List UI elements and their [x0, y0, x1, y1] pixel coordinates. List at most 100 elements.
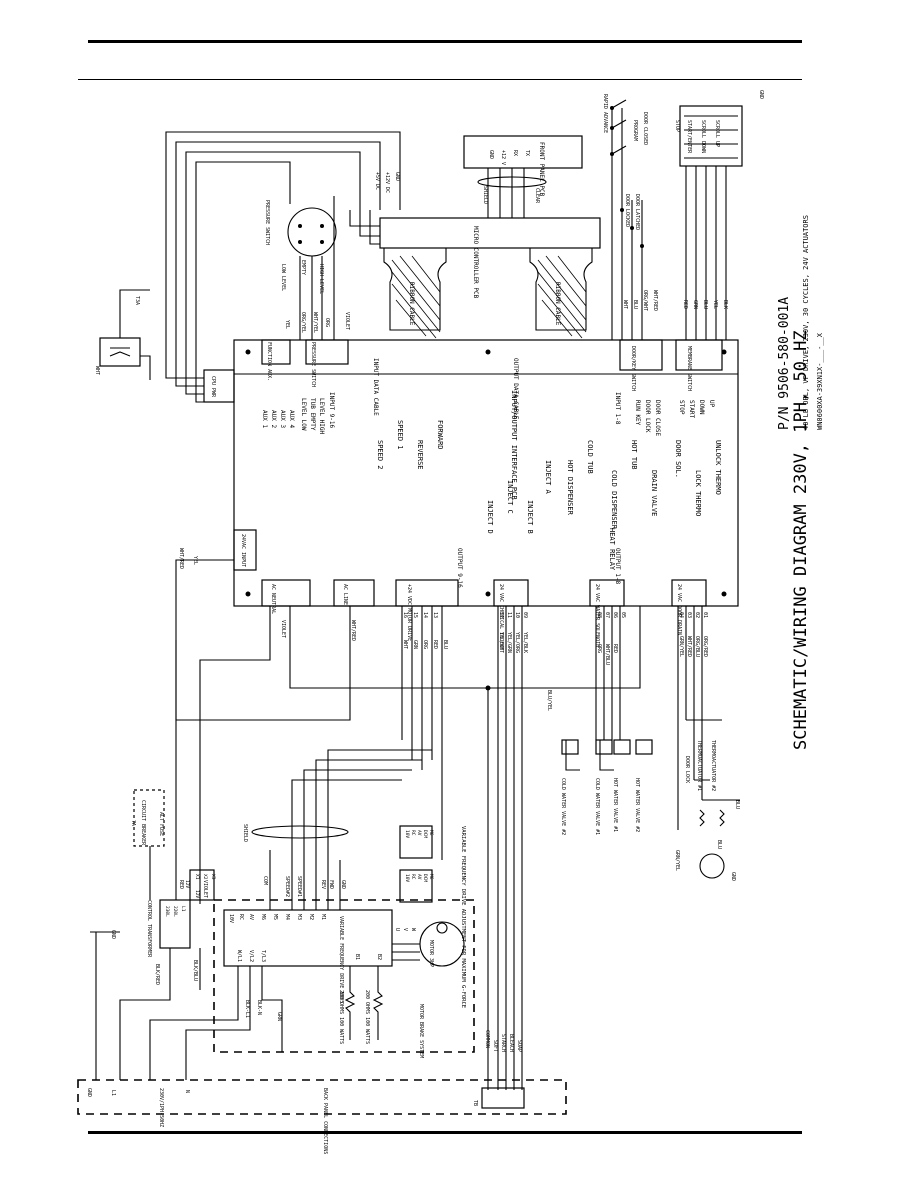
switch-scroll-down: SCROLL DOWN [700, 120, 706, 153]
switch-scroll-up: SCROLL UP [714, 120, 720, 147]
wire-label: BLK [722, 300, 728, 309]
vfd-mini-term: RC [410, 874, 416, 880]
wire-blk-l1: BLK-L1 [244, 1000, 250, 1018]
circuit-breaker [133, 789, 165, 847]
output-hot-tub: HOT TUB [630, 440, 638, 470]
switch-door-closed: DOOR CLOSED [642, 112, 648, 145]
chem-bleach: BLEACH [508, 1034, 514, 1052]
switch-start-enter: START/ENTER [686, 120, 692, 154]
mount-hole [485, 349, 491, 355]
vfd-term: M2 [308, 914, 314, 920]
back-panel [77, 1079, 567, 1115]
cold-valve-2-coil [561, 739, 579, 755]
wire-label: VIOLET [344, 312, 350, 330]
top-thin-rule [78, 79, 802, 80]
wire-label: RED [432, 640, 438, 649]
input-door-close: DOOR CLOSE [654, 400, 661, 437]
wire-violet: VIOLET [202, 880, 208, 898]
wire-label: BLU [702, 300, 708, 309]
outputs-9-16-title: OUTPUT 9-16 [456, 548, 463, 588]
vfd-shield-label: SHIELD [242, 824, 248, 842]
connector-membrane-label: MEMBRANE SWITCH [686, 346, 692, 391]
vfd-label: VARIABLE FREQUENCY DRIVE 1005 [338, 916, 344, 1003]
wire-label: WHT/RED [178, 548, 184, 569]
connector-motor-drive-label: +24 VDC MOTOR DRIVE [406, 584, 412, 641]
input-down: DOWN [698, 400, 705, 415]
input-door-lock: DOOR LOCK [644, 400, 651, 433]
bottom-rule [88, 1131, 802, 1134]
vfd-jumper-block-1 [399, 825, 433, 859]
vfd-term: M3 [296, 914, 302, 920]
vfd-note: VARIABLE FREQUENCY DRIVE ADJUSTMENT FOR … [460, 826, 466, 1008]
thermoactuator-2-label: THERMOACTUATOR #2 [710, 740, 716, 791]
wire-label: YEL/GRN [506, 632, 512, 653]
door-lock-label: DOOR LOCK [684, 756, 690, 783]
input-tub-empty: TUB EMPTY [309, 398, 316, 431]
membrane-switches: STOP START/ENTER SCROLL DOWN SCROLL UP G… [674, 90, 764, 340]
connector-motor-drive [395, 579, 459, 607]
mcu-pin-gnd: GND [394, 172, 400, 181]
output-door-sol: DOOR SOL. [674, 440, 682, 478]
back-panel-supply: 230V/1PH-50HZ [158, 1088, 164, 1127]
motor-term: U [394, 928, 400, 931]
input-up: UP [708, 400, 715, 408]
door-key-switches: RAPID ADVANCE PROGRAM DOOR CLOSED DOOR L… [602, 94, 648, 340]
wire-label-violet: VIOLET [280, 620, 286, 638]
inputs-1-8-title: INPUT 1-8 [614, 392, 621, 425]
wire-label: WHT/RED [686, 636, 692, 657]
level-empty-label: EMPTY [300, 260, 306, 275]
output-inject-d: INJECT D [486, 500, 494, 534]
cold-valve-2-label: COLD WATER VALVE #2 [560, 778, 566, 835]
top-rule [88, 40, 802, 43]
gnd-label-3: GND [110, 930, 116, 939]
output-inject-c: INJECT C [506, 480, 514, 514]
input-start: START [688, 400, 695, 418]
vfd-enclosure [213, 899, 475, 1053]
terminal-gnd: GND [86, 1088, 92, 1097]
part-number: P/N 9506-580-001A [777, 297, 792, 430]
output-drain-valve: DRAIN VALVE [650, 470, 658, 516]
terminal-tb: TB [472, 1100, 478, 1106]
wire-label: WHT/RED [652, 290, 658, 311]
pin-label: 13 [432, 612, 438, 618]
inputs-9-16: AUX 1 AUX 2 AUX 3 AUX 4 LEVEL LOW TUB EM… [261, 398, 325, 435]
output-connectors: +24 VDC MOTOR DRIVE 24 VAC CHEMICAL INJE… [395, 579, 707, 650]
vfd-term: M4 [284, 914, 290, 920]
clear-wire-label: CLEAR [534, 188, 540, 204]
connector-pressure-switch [305, 339, 349, 365]
pin-label: 10 [514, 612, 520, 618]
output-lock-thermo: LOCK THERMO [694, 470, 702, 516]
wire-label: BLU [632, 300, 638, 309]
wire-label-wht-red: WHT/RED [350, 620, 356, 641]
transformer-tap: 220L [172, 906, 178, 917]
shield-ring [477, 176, 547, 188]
wire-label: YEL/ORG [514, 632, 520, 653]
input-run-key: RUN KEY [634, 400, 641, 426]
wire-label: GRN [412, 640, 418, 649]
vfd-wire-fwd: FWD [328, 880, 334, 889]
connector-chemical-inject-label: 24 VAC CHEMICAL INJECT [498, 584, 504, 650]
motor-ground-icon [436, 922, 448, 934]
variable-frequency-drive [223, 909, 393, 967]
wire-blk-n: BLK-N [256, 1000, 262, 1015]
output-cable-label: OUTPUT DATA CABLE [512, 358, 519, 420]
switch-door-latched: DOOR LATCHED [634, 194, 640, 230]
ground-motor-symbol [699, 853, 725, 879]
vfd-wire-speed1: SPEED#1 [296, 876, 302, 897]
blu-label: BLU [734, 800, 740, 809]
input-level-low: LEVEL LOW [300, 398, 307, 431]
gnd-label-2: GND [730, 872, 736, 881]
wire-label: RED [612, 644, 618, 653]
switch-stop: STOP [674, 120, 680, 132]
mcu-pin-5v: +5V DC [374, 172, 380, 190]
vfd-mini-term: AV [416, 874, 422, 880]
wire-grn: GRN [276, 1012, 282, 1021]
blu-label-2: BLU [716, 840, 722, 849]
connector-door-drain [671, 579, 707, 607]
micro-pcb-label: MICRO CONTROLLER PCB [472, 226, 479, 299]
grn-yel-label: GRN/YEL [674, 850, 680, 871]
connector-24vac-input [233, 529, 257, 571]
transformer-tap: 230L [164, 906, 170, 917]
wire-label: YEL/BLK [522, 632, 528, 653]
output-speed-2: SPEED 2 [376, 440, 384, 470]
